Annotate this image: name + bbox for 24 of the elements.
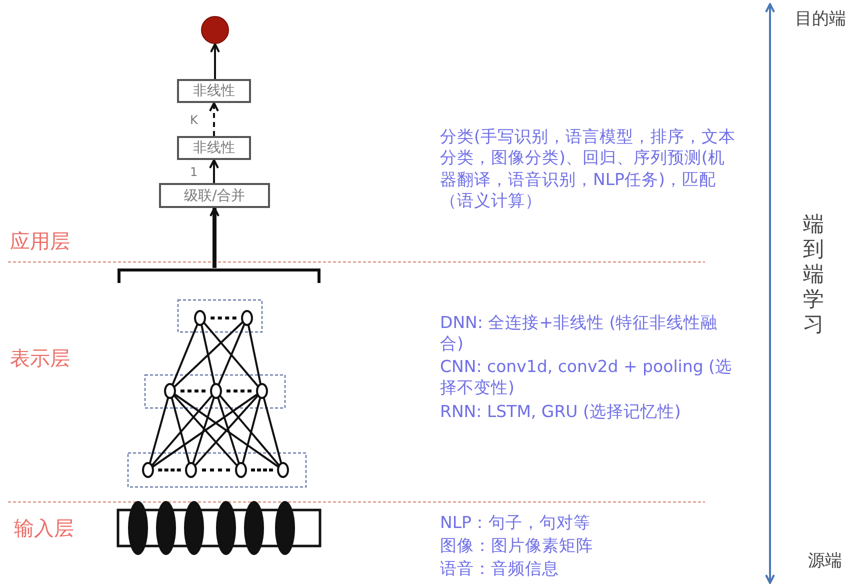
edge-label: 1	[190, 166, 198, 178]
description-text: DNN: 全连接+非线性 (特征非线性融合)	[440, 312, 719, 355]
process-box: 非线性	[177, 79, 251, 103]
arrow	[209, 159, 219, 183]
description-text: 图像：图片像素矩阵	[440, 535, 593, 556]
vertical-label: 端到端学习	[803, 212, 825, 337]
end-label: 目的端	[795, 8, 846, 30]
layer-label: 应用层	[10, 228, 70, 254]
description-text: RNN: LSTM, GRU (选择记忆性)	[440, 401, 682, 422]
bracket	[117, 268, 321, 284]
layer-label: 表示层	[10, 345, 70, 371]
arrow	[210, 207, 220, 268]
arrow	[209, 102, 219, 136]
output-neuron	[201, 16, 229, 44]
process-box: 级联/合并	[159, 183, 270, 208]
description-text: CNN: conv1d, conv2d + pooling (选择不变性)	[440, 356, 733, 399]
process-box: 非线性	[177, 136, 251, 160]
description-text: 分类(手写识别，语言模型，排序，文本分类，图像分类)、回归、序列预测(机器翻译，语音识别，NLP任务)，匹配（语义计算）	[440, 126, 736, 212]
description-text: 语音：音频信息	[440, 558, 559, 580]
edge-label: K	[190, 114, 198, 126]
description-text: NLP：句子，句对等	[440, 512, 590, 534]
arrow	[210, 43, 220, 79]
end-label: 源端	[808, 550, 842, 572]
layer-label: 输入层	[14, 515, 74, 541]
